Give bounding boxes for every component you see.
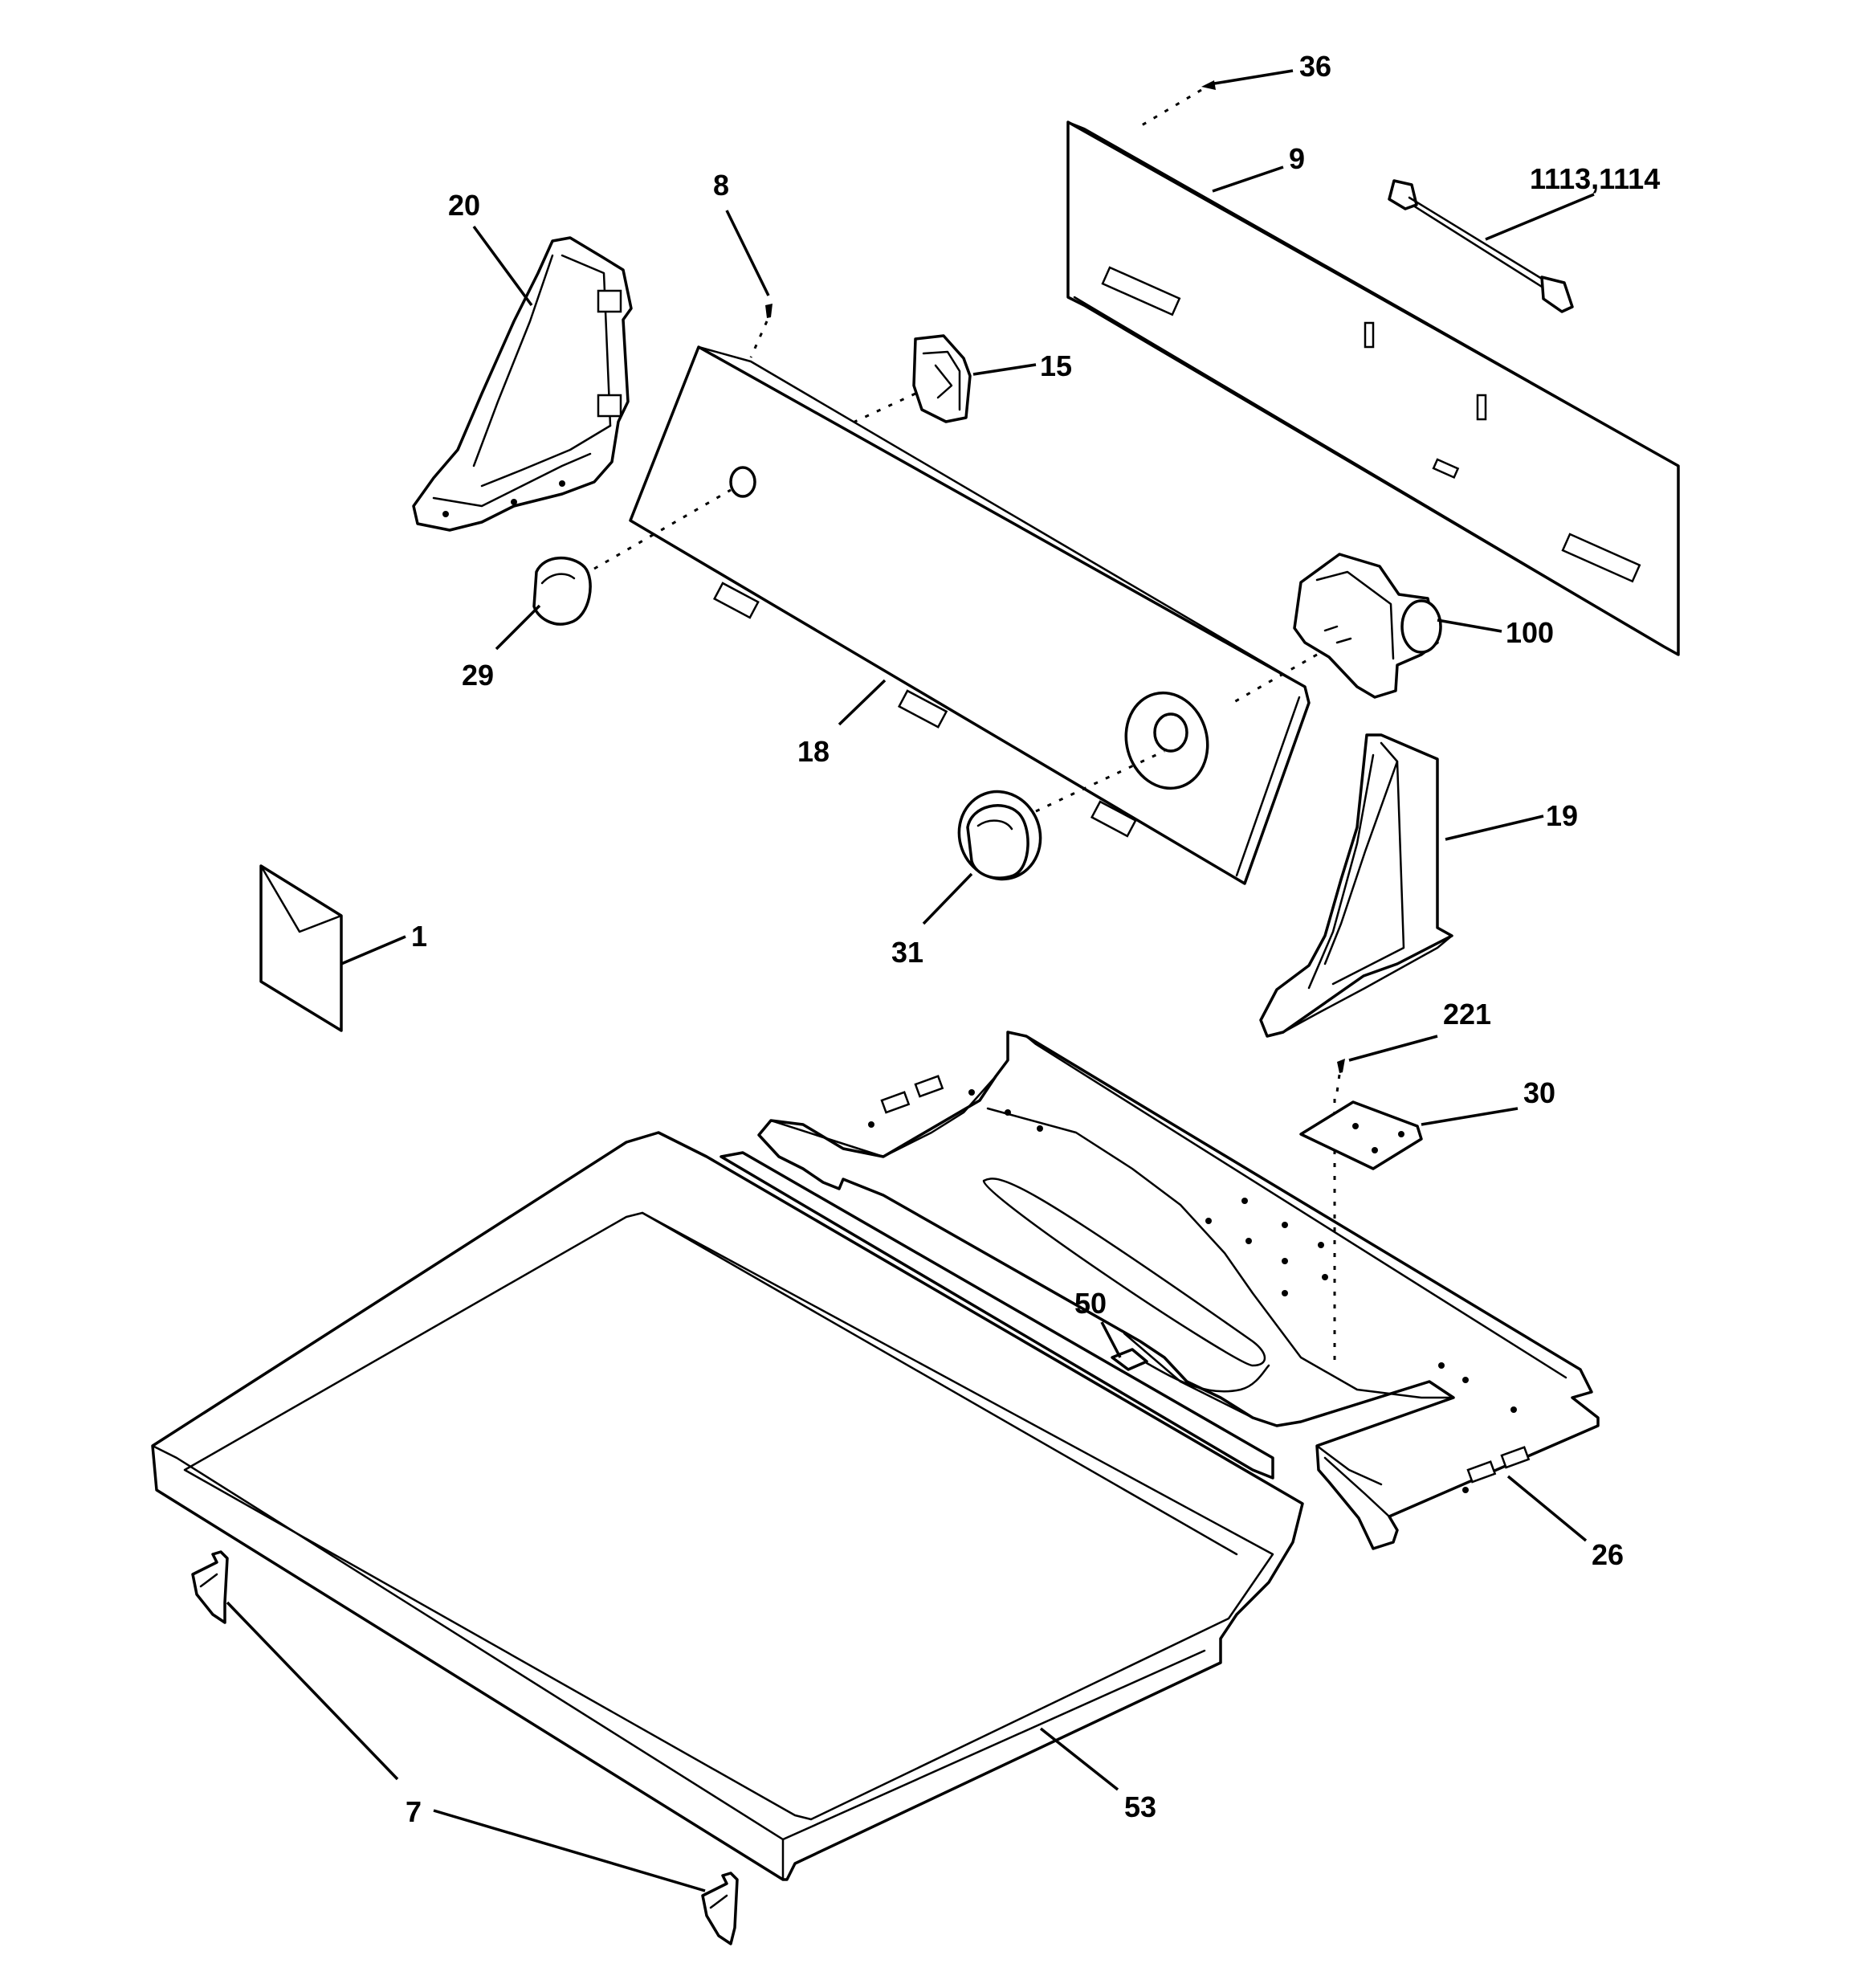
callout-1113-1114: 1113,1114 [1530, 162, 1660, 195]
callout-26: 26 [1592, 1538, 1624, 1571]
callout-15: 15 [1040, 349, 1072, 382]
callout-8: 8 [713, 169, 729, 202]
callout-53: 53 [1124, 1790, 1156, 1823]
part-18-control-panel [629, 345, 1311, 885]
callout-50: 50 [1074, 1287, 1107, 1320]
callout-19: 19 [1546, 799, 1578, 832]
callout-36: 36 [1299, 50, 1331, 83]
leader-lines [226, 69, 1595, 1892]
callout-9: 9 [1289, 142, 1305, 175]
part-53-main-top [151, 1131, 1304, 1881]
callout-29: 29 [462, 659, 494, 692]
callout-labels: 36 9 1113,1114 20 8 15 29 100 18 19 31 1… [406, 50, 1660, 1828]
callout-20: 20 [448, 189, 480, 222]
part-8-screw [749, 304, 773, 358]
callout-221: 221 [1443, 998, 1491, 1031]
callout-100: 100 [1506, 616, 1554, 649]
part-26-top-support [757, 1031, 1600, 1550]
part-100-timer [1232, 553, 1442, 704]
part-30-bracket [1299, 1059, 1423, 1170]
part-1113-wire-strap [1388, 179, 1574, 313]
part-7-clip-left [191, 1550, 229, 1624]
part-1-envelope [259, 864, 343, 1032]
callout-30: 30 [1523, 1076, 1555, 1109]
part-19-right-end-cap [1259, 733, 1453, 1038]
part-7-clip-right [701, 1872, 739, 1945]
part-36-screw [1135, 80, 1216, 130]
part-15-switch [850, 334, 972, 425]
part-20-left-end-cap [412, 236, 633, 532]
part-31-knob [957, 749, 1165, 881]
part-29-knob [532, 488, 732, 626]
part-50-wire [1111, 1348, 1270, 1393]
callout-31: 31 [891, 936, 923, 969]
callout-18: 18 [797, 735, 830, 768]
callout-7: 7 [406, 1795, 422, 1828]
part-9-rear-panel [1066, 120, 1680, 656]
callout-1: 1 [411, 920, 427, 953]
